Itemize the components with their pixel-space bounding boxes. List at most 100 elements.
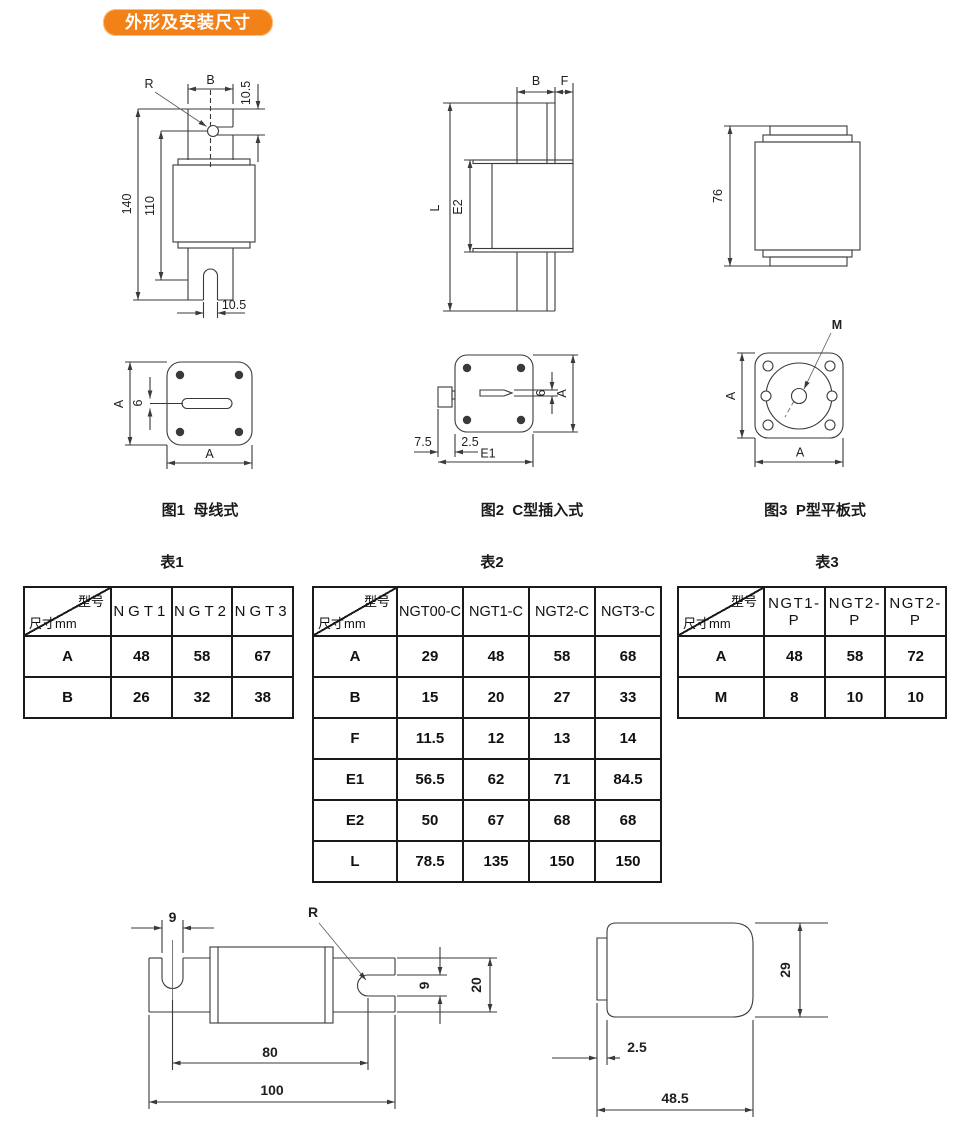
- column-header: NGT1-C: [462, 586, 530, 637]
- dim-label-a-side: A: [555, 389, 569, 398]
- figure3-ptype-side-view-drawing: 76: [711, 125, 861, 267]
- value-cell: 71: [528, 758, 596, 801]
- value-cell: 13: [528, 717, 596, 760]
- dim-label-7-5: 7.5: [414, 435, 431, 449]
- value-cell: 150: [528, 840, 596, 883]
- dim-label-m: M: [832, 318, 842, 332]
- value-cell: 27: [528, 676, 596, 719]
- dim-label-20: 20: [468, 977, 484, 993]
- dim-label-a-side: A: [724, 391, 738, 400]
- corner-model-label: 型号: [363, 594, 390, 609]
- value-cell: 20: [462, 676, 530, 719]
- corner-size-label: 尺寸mm: [29, 616, 77, 631]
- table-corner-cell: 型号尺寸mm: [312, 586, 398, 637]
- value-cell: 78.5: [396, 840, 464, 883]
- dim-label-b: B: [532, 74, 540, 88]
- figure1-caption: 图1 母线式: [161, 502, 239, 519]
- figure3-caption: 图3 P型平板式: [764, 502, 866, 519]
- value-cell: 58: [170, 635, 234, 678]
- value-cell: 67: [462, 799, 530, 842]
- dim-label-slot-w: 10.5: [222, 298, 246, 312]
- row-label: A: [677, 635, 765, 678]
- figure2-caption: 图2 C型插入式: [480, 502, 584, 519]
- row-label: F: [312, 717, 398, 760]
- column-header: NGT2-P: [884, 586, 947, 637]
- dim-label-29: 29: [777, 962, 793, 978]
- value-cell: 32: [170, 676, 234, 719]
- table1-title: 表1: [160, 554, 184, 571]
- figure2-ctype-side-view-drawing: B F L E2: [428, 74, 574, 312]
- dim-label-b: B: [206, 73, 214, 87]
- table2-title: 表2: [480, 554, 504, 571]
- column-header: NGT2: [170, 586, 234, 637]
- value-cell: 26: [110, 676, 173, 719]
- column-header: NGT00-C: [396, 586, 464, 637]
- row-label: A: [312, 635, 398, 678]
- dim-label-6: 6: [131, 399, 145, 406]
- value-cell: 29: [396, 635, 464, 678]
- column-header: NGT3-C: [594, 586, 662, 637]
- value-cell: 68: [594, 635, 662, 678]
- dim-label-e2: E2: [451, 199, 465, 214]
- value-cell: 33: [594, 676, 662, 719]
- value-cell: 58: [823, 635, 887, 678]
- row-label: B: [23, 676, 112, 719]
- value-cell: 8: [763, 676, 826, 719]
- dim-label-f: F: [561, 74, 569, 88]
- dim-label-l: L: [428, 204, 442, 211]
- table3-title: 表3: [815, 554, 839, 571]
- dim-label-notch: 10.5: [239, 81, 253, 105]
- column-header: NGT1-P: [763, 586, 826, 637]
- dim-label-100: 100: [260, 1082, 284, 1098]
- table-corner-cell: 型号尺寸mm: [23, 586, 112, 637]
- column-header: NGT2-C: [528, 586, 596, 637]
- value-cell: 56.5: [396, 758, 464, 801]
- value-cell: 48: [110, 635, 173, 678]
- dim-label-6: 6: [534, 389, 548, 396]
- row-label: A: [23, 635, 112, 678]
- value-cell: 72: [884, 635, 947, 678]
- end-cap-side-view-drawing: 29 2.5 48.5: [552, 922, 828, 1117]
- table-corner-cell: 型号尺寸mm: [677, 586, 765, 637]
- value-cell: 10: [884, 676, 947, 719]
- row-label: E2: [312, 799, 398, 842]
- column-header: NGT2-P: [823, 586, 887, 637]
- value-cell: 50: [396, 799, 464, 842]
- figure1-busbar-bottom-view-drawing: A 6 A: [112, 361, 253, 469]
- value-cell: 12: [462, 717, 530, 760]
- dim-label-110: 110: [143, 196, 157, 216]
- value-cell: 10: [823, 676, 887, 719]
- row-label: M: [677, 676, 765, 719]
- dim-label-a-bottom: A: [205, 447, 214, 461]
- corner-size-label: 尺寸mm: [683, 616, 731, 631]
- section-title-badge: 外形及安装尺寸: [103, 9, 273, 36]
- figure3-ptype-bottom-view-drawing: M A A: [724, 318, 844, 467]
- row-label: E1: [312, 758, 398, 801]
- value-cell: 48: [763, 635, 826, 678]
- value-cell: 68: [528, 799, 596, 842]
- value-cell: 135: [462, 840, 530, 883]
- figure1-busbar-side-view-drawing: R B 10.5 140 110 10.5: [120, 73, 265, 318]
- value-cell: 15: [396, 676, 464, 719]
- fuse-link-side-view-drawing: 9 R 9 20 80 100: [131, 904, 497, 1109]
- dim-label-a-bottom: A: [796, 446, 805, 460]
- row-label: B: [312, 676, 398, 719]
- dim-label-48-5: 48.5: [661, 1090, 688, 1106]
- dim-label-r: R: [308, 904, 318, 920]
- dim-label-140: 140: [120, 194, 134, 215]
- value-cell: 14: [594, 717, 662, 760]
- dim-label-e1: E1: [480, 447, 495, 461]
